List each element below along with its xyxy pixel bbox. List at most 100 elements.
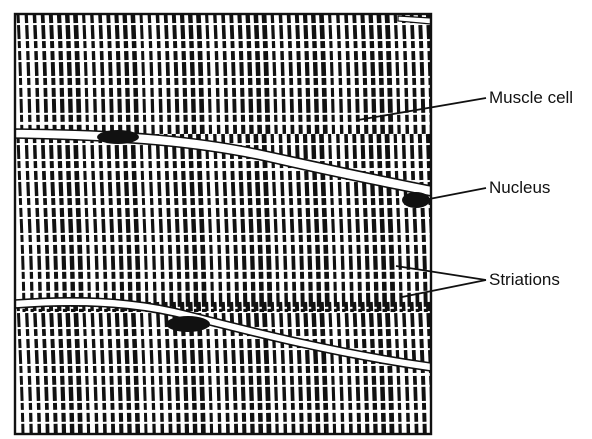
striation-line (133, 302, 138, 434)
striation-line (264, 14, 268, 136)
striation-line (223, 134, 229, 312)
striation-line (182, 134, 188, 312)
striations-leader-lower (402, 280, 486, 297)
striation-line (84, 134, 90, 312)
striation-line (75, 14, 79, 136)
striation-line (330, 134, 336, 312)
striation-line (256, 302, 261, 434)
striation-line (395, 302, 400, 434)
striation-line (67, 14, 71, 136)
striation-line (280, 14, 284, 136)
striation-line (116, 302, 121, 434)
striation-line (59, 14, 63, 136)
striation-line (59, 134, 65, 312)
striation-line (34, 14, 38, 136)
striation-line (362, 134, 368, 312)
striation-line (100, 134, 106, 312)
striation-line (18, 302, 23, 434)
striation-line (84, 302, 89, 434)
striation-line (18, 14, 22, 136)
striation-line (289, 14, 293, 136)
striation-line (190, 14, 194, 136)
striation-line (125, 14, 129, 136)
striation-line (239, 134, 245, 312)
striation-line (387, 14, 391, 136)
striation-line (108, 302, 113, 434)
striation-line (313, 134, 319, 312)
striation-line (346, 14, 350, 136)
striation-line (174, 14, 178, 136)
striation-line (338, 302, 343, 434)
striation-line (231, 134, 237, 312)
striation-line (272, 302, 277, 434)
striation-line (280, 302, 285, 434)
striation-line (362, 14, 366, 136)
striation-line (313, 302, 318, 434)
striation-line (387, 134, 393, 312)
striation-line (321, 134, 327, 312)
striation-line (59, 302, 64, 434)
striation-line (26, 134, 32, 312)
striation-line (207, 134, 213, 312)
striation-line (141, 14, 145, 136)
striation-line (174, 134, 180, 312)
nucleus-leader (424, 188, 486, 200)
striation-line (108, 14, 112, 136)
striation-line (289, 302, 294, 434)
striation-line (346, 134, 352, 312)
nucleus-shape (97, 130, 139, 144)
striation-line (75, 302, 80, 434)
striation-line (412, 14, 416, 136)
striation-line (198, 14, 202, 136)
striation-line (141, 302, 146, 434)
striation-line (330, 14, 334, 136)
striation-line (149, 302, 154, 434)
striation-line (403, 14, 407, 136)
striation-line (34, 134, 40, 312)
striation-line (371, 134, 377, 312)
striation-line (395, 14, 399, 136)
striation-line (43, 134, 49, 312)
striation-line (338, 134, 344, 312)
striation-line (248, 134, 254, 312)
striation-line (108, 134, 114, 312)
striation-line (84, 14, 88, 136)
striation-line (239, 14, 243, 136)
striation-line (18, 134, 24, 312)
striation-line (157, 302, 162, 434)
striation-line (379, 302, 384, 434)
striation-line (133, 134, 139, 312)
striation-line (256, 14, 260, 136)
striation-line (166, 14, 170, 136)
striation-line (116, 134, 122, 312)
striation-line (198, 134, 204, 312)
striation-line (338, 14, 342, 136)
striation-line (51, 302, 56, 434)
striation-line (67, 134, 73, 312)
striation-line (297, 302, 302, 434)
striation-line (215, 14, 219, 136)
nucleus-shape (166, 316, 210, 332)
striation-line (182, 14, 186, 136)
striation-line (190, 134, 196, 312)
striation-line (207, 14, 211, 136)
striation-line (149, 14, 153, 136)
striations-pattern (18, 14, 434, 434)
striation-line (43, 14, 47, 136)
striation-line (125, 302, 130, 434)
striation-line (313, 14, 317, 136)
striation-line (92, 134, 98, 312)
striation-line (141, 134, 147, 312)
striation-line (362, 302, 367, 434)
striation-line (34, 302, 39, 434)
striation-line (215, 134, 221, 312)
striation-line (116, 14, 120, 136)
striation-line (403, 134, 409, 312)
striation-line (264, 302, 269, 434)
striation-line (412, 134, 418, 312)
nucleus-label: Nucleus (489, 178, 550, 197)
striation-line (125, 134, 131, 312)
striation-line (75, 134, 81, 312)
striation-line (100, 302, 105, 434)
